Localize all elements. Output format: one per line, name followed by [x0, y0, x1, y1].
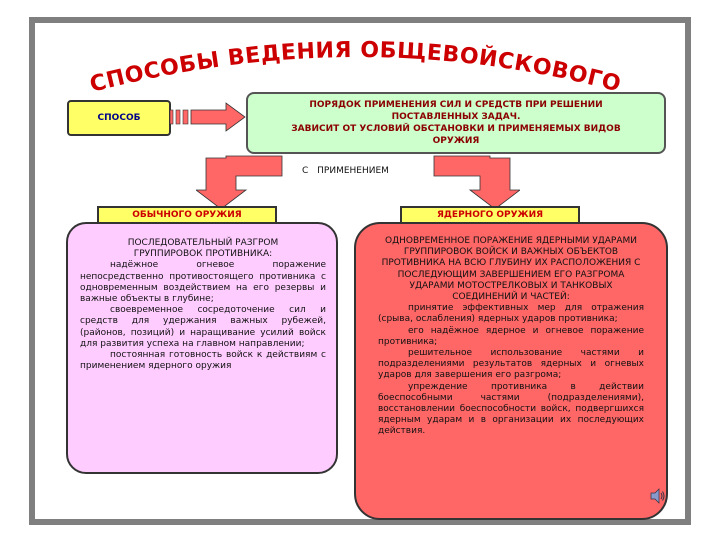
- curved-arrow-left-icon: [196, 155, 283, 210]
- label-nuclear-text: ЯДЕРНОГО ОРУЖИЯ: [436, 210, 544, 220]
- conventional-weapons-box: ПОСЛЕДОВАТЕЛЬНЫЙ РАЗГРОМ ГРУППИРОВОК ПРО…: [66, 222, 338, 474]
- right-heading: ОДНОВРЕМЕННОЕ ПОРАЖЕНИЕ ЯДЕРНЫМИ УДАРАМИ…: [381, 236, 641, 303]
- poryadok-line-3: ЗАВИСИТ ОТ УСЛОВИЙ ОБСТАНОВКИ И ПРИМЕНЯЕ…: [291, 124, 621, 134]
- striped-arrow-icon: [169, 102, 246, 132]
- nuclear-weapons-box: ОДНОВРЕМЕННОЕ ПОРАЖЕНИЕ ЯДЕРНЫМИ УДАРАМИ…: [354, 222, 668, 520]
- label-conventional-text: ОБЫЧНОГО ОРУЖИЯ: [132, 210, 242, 220]
- slide-title-textpath: СПОСОБЫ ВЕДЕНИЯ ОБЩЕВОЙСКОВОГО БОЯ: [60, 30, 623, 98]
- right-paragraph-2: его надёжное ядерное и огневое поражение…: [378, 325, 644, 347]
- left-heading-1: ПОСЛЕДОВАТЕЛЬНЫЙ РАЗГРОМ: [127, 238, 279, 248]
- left-paragraph-3: постоянная готовность войск к действиям …: [80, 350, 326, 372]
- label-nuclear-weapons: ЯДЕРНОГО ОРУЖИЯ: [400, 206, 580, 224]
- sposob-box: СПОСОБ: [67, 100, 171, 136]
- poryadok-line-1: ПОРЯДОК ПРИМЕНЕНИЯ СИЛ И СРЕДСТВ ПРИ РЕШ…: [309, 100, 603, 110]
- curved-arrow-right-icon: [433, 155, 520, 210]
- poryadok-box: ПОРЯДОК ПРИМЕНЕНИЯ СИЛ И СРЕДСТВ ПРИ РЕШ…: [246, 92, 666, 154]
- left-paragraph-2: своевременное сосредоточение сил и средс…: [80, 305, 326, 349]
- left-heading-2: ГРУППИРОВОК ПРОТИВНИКА:: [133, 249, 273, 260]
- speaker-icon[interactable]: [650, 488, 666, 504]
- left-paragraph-1: надёжное огневое поражение непосредствен…: [80, 260, 326, 305]
- slide-title: СПОСОБЫ ВЕДЕНИЯ ОБЩЕВОЙСКОВОГО БОЯ: [60, 30, 624, 98]
- right-paragraph-4: упреждение противника в действии боеспос…: [378, 381, 644, 437]
- label-conventional-weapons: ОБЫЧНОГО ОРУЖИЯ: [97, 206, 277, 224]
- s-primeneniem-label: С ПРИМЕНЕНИЕМ: [302, 166, 389, 176]
- right-paragraph-3: решительное использование частями и подр…: [378, 348, 644, 381]
- right-paragraph-1: принятие эффективных мер для отражения (…: [378, 303, 644, 325]
- sposob-label: СПОСОБ: [97, 113, 141, 123]
- poryadok-line-4: ОРУЖИЯ: [432, 136, 480, 146]
- slide-title-text: СПОСОБЫ ВЕДЕНИЯ ОБЩЕВОЙСКОВОГО БОЯ: [60, 30, 624, 98]
- poryadok-line-2: ПОСТАВЛЕННЫХ ЗАДАЧ.: [391, 112, 521, 122]
